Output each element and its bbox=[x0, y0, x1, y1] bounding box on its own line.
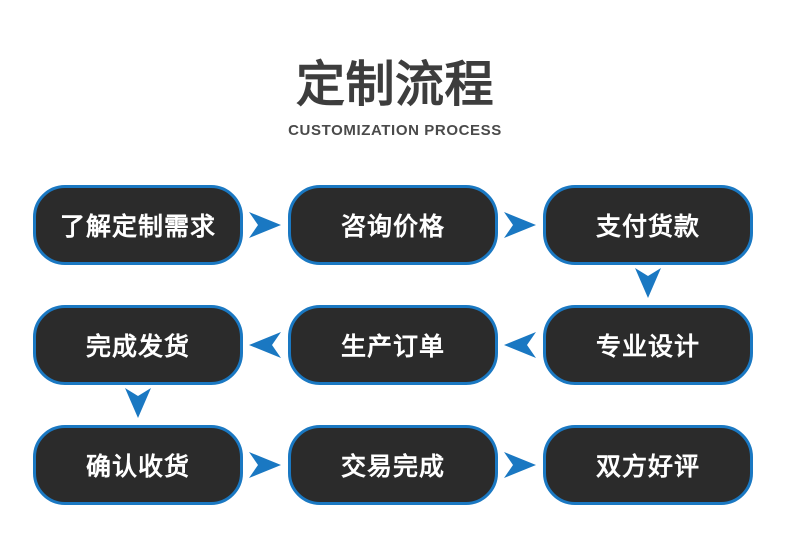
arrow-right-icon bbox=[504, 212, 536, 238]
flow-node-label: 专业设计 bbox=[595, 333, 700, 361]
flow-node-production-order: 生产订单 bbox=[288, 305, 498, 385]
flow-node-label: 双方好评 bbox=[595, 453, 700, 481]
arrow-down-icon bbox=[125, 388, 151, 418]
flow-node-label: 咨询价格 bbox=[340, 213, 445, 241]
arrow-right-icon bbox=[249, 212, 281, 238]
flow-node-label: 生产订单 bbox=[340, 333, 445, 361]
flow-node-complete-shipment: 完成发货 bbox=[33, 305, 243, 385]
flow-node-professional-design: 专业设计 bbox=[543, 305, 753, 385]
flow-node-pay-for-goods: 支付货款 bbox=[543, 185, 753, 265]
flow-node-label: 完成发货 bbox=[85, 333, 190, 361]
flow-node-understand-needs: 了解定制需求 bbox=[33, 185, 243, 265]
flow-node-mutual-praise: 双方好评 bbox=[543, 425, 753, 505]
page-title: 定制流程 bbox=[295, 58, 494, 112]
flow-node-confirm-receipt: 确认收货 bbox=[33, 425, 243, 505]
flow-node-transaction-complete: 交易完成 bbox=[288, 425, 498, 505]
flow-node-consult-price: 咨询价格 bbox=[288, 185, 498, 265]
flow-node-label: 支付货款 bbox=[595, 213, 700, 241]
flow-node-label: 了解定制需求 bbox=[59, 213, 216, 241]
header: 定制流程 CUSTOMIZATION PROCESS bbox=[0, 58, 790, 139]
arrow-left-icon bbox=[504, 332, 536, 358]
arrow-right-icon bbox=[249, 452, 281, 478]
flow-node-label: 确认收货 bbox=[85, 453, 190, 481]
flow-node-label: 交易完成 bbox=[340, 453, 445, 481]
arrow-right-icon bbox=[504, 452, 536, 478]
arrow-down-icon bbox=[635, 268, 661, 298]
arrow-left-icon bbox=[249, 332, 281, 358]
page-subtitle: CUSTOMIZATION PROCESS bbox=[288, 121, 502, 139]
